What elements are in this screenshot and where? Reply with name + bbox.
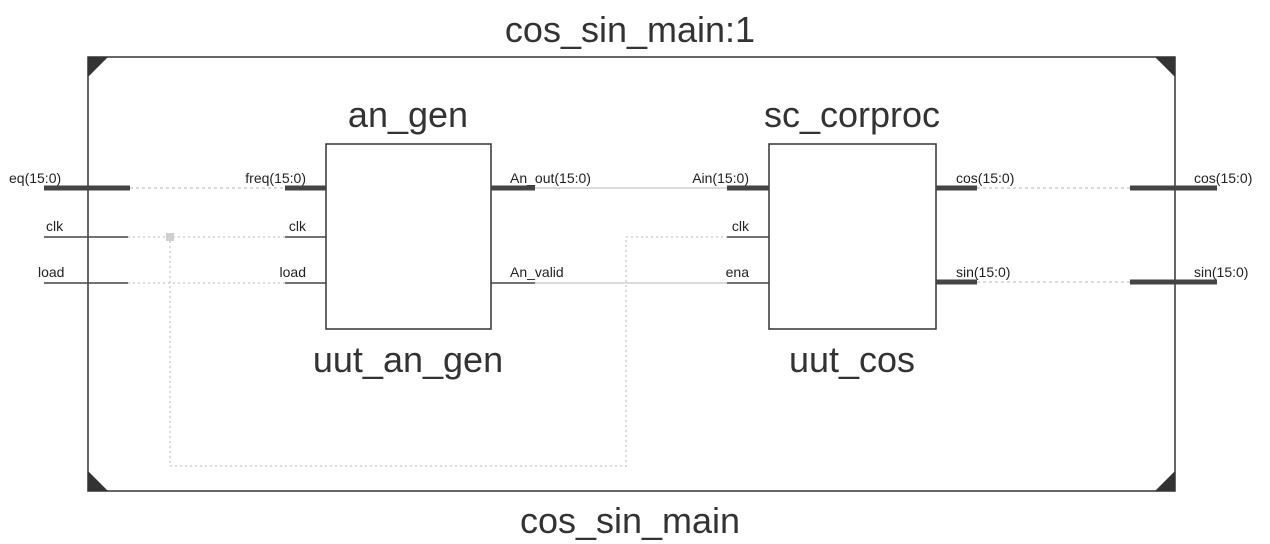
bottom-title: cos_sin_main — [520, 500, 740, 541]
sc-corproc-pin-ain-label: Ain(15:0) — [692, 170, 749, 186]
net-clk-junction — [166, 233, 174, 241]
port-clk-label: clk — [46, 218, 64, 234]
sc-corproc-pin-cos-label: cos(15:0) — [956, 170, 1014, 186]
frame-corner-tl — [88, 57, 108, 77]
frame-corner-tr — [1155, 57, 1175, 77]
an-gen-module-name: an_gen — [348, 94, 468, 135]
sc-corproc-pin-ena-label: ena — [726, 264, 750, 280]
an-gen-block[interactable] — [325, 143, 492, 330]
port-freq-label: eq(15:0) — [9, 170, 61, 186]
an-gen-pin-freq-label: freq(15:0) — [245, 170, 306, 186]
an-gen-instance-name: uut_an_gen — [313, 339, 503, 380]
sc-corproc-instance-name: uut_cos — [789, 339, 915, 380]
net-clk-route[interactable] — [169, 236, 727, 467]
frame-corner-br — [1155, 471, 1175, 491]
top-level-frame[interactable] — [87, 56, 1176, 492]
sc-corproc-block[interactable] — [768, 143, 937, 330]
sc-corproc-pin-sin-label: sin(15:0) — [956, 264, 1010, 280]
an-gen-pin-load-label: load — [280, 264, 306, 280]
port-cos-label: cos(15:0) — [1194, 170, 1252, 186]
sc-corproc-module-name: sc_corproc — [764, 94, 940, 135]
frame-corner-bl — [88, 471, 108, 491]
port-sin-label: sin(15:0) — [1194, 264, 1248, 280]
an-gen-pin-an-out-label: An_out(15:0) — [510, 170, 591, 186]
an-gen-pin-clk-label: clk — [289, 218, 307, 234]
top-title: cos_sin_main:1 — [505, 9, 755, 50]
sc-corproc-pin-clk-label: clk — [732, 218, 750, 234]
port-load-label: load — [38, 264, 64, 280]
an-gen-pin-an-valid-label: An_valid — [510, 264, 564, 280]
